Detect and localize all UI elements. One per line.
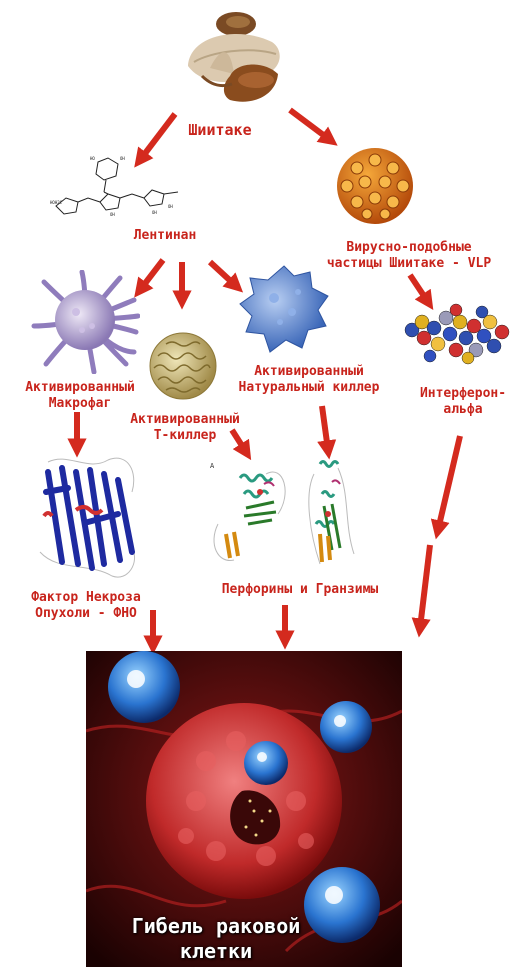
- macrophage-cell-icon: [31, 270, 140, 374]
- node-cancer-line2: клетки: [179, 939, 253, 963]
- arrow-lentinan-nk: [207, 259, 244, 293]
- svg-text:OH: OH: [152, 210, 157, 215]
- arrow-lentinan-macrophage: [134, 258, 166, 298]
- arrow-interferon-cancer-upper: [430, 435, 463, 540]
- node-vlp-line2: частицы Шиитаке - VLP: [326, 256, 492, 271]
- nk-cell-icon: [239, 265, 329, 353]
- node-vlp-line1: Вирусно-подобные: [346, 240, 472, 255]
- node-tkiller-line1: Активированный: [130, 412, 240, 427]
- interferon-protein-icon: [404, 303, 510, 365]
- node-tnf-line2: Опухоли - ФНО: [35, 606, 137, 621]
- vlp-particle-icon: [337, 148, 413, 224]
- svg-text:HOH2C: HOH2C: [50, 200, 63, 205]
- node-perforins: Перфорины и Гранзимы: [221, 582, 379, 597]
- svg-text:HO: HO: [90, 156, 95, 161]
- t-killer-cell-icon: [149, 332, 217, 400]
- node-tnf-line1: Фактор Некроза: [31, 590, 141, 605]
- perforin-granzyme-protein-icon: A: [210, 460, 355, 565]
- tnf-protein-icon: [39, 457, 135, 578]
- node-macrophage-line1: Активированный: [25, 380, 135, 395]
- svg-text:OH: OH: [168, 204, 173, 209]
- node-interferon-line1: Интерферон-: [419, 386, 507, 401]
- shiitake-mushroom-icon: [188, 12, 280, 102]
- node-shiitake: Шиитаке: [188, 121, 252, 139]
- node-tkiller-line2: Т-киллер: [153, 428, 217, 443]
- arrow-shiitake-vlp: [288, 107, 338, 146]
- arrow-shiitake-lentinan: [134, 112, 178, 168]
- cancer-cell-icon: [86, 651, 402, 967]
- panel-a-letter: A: [210, 462, 215, 470]
- node-lentinan: Лентинан: [133, 228, 197, 243]
- node-nk-line2: Натуральный киллер: [238, 380, 380, 395]
- arrow-nk-perforins: [317, 405, 337, 460]
- arrow-tkiller-perforins: [229, 428, 252, 461]
- svg-text:OH: OH: [110, 212, 115, 217]
- node-macrophage-line2: Макрофаг: [48, 396, 112, 411]
- arrow-vlp-interferon: [407, 273, 434, 310]
- arrow-interferon-cancer-lower: [411, 544, 433, 638]
- lentinan-molecule-icon: HO OH HOH2C OH OH OH: [50, 156, 179, 217]
- node-interferon-line2: альфа: [443, 402, 483, 417]
- svg-text:OH: OH: [120, 156, 125, 161]
- node-nk-line1: Активированный: [254, 364, 364, 379]
- node-cancer-line1: Гибель раковой: [131, 914, 301, 938]
